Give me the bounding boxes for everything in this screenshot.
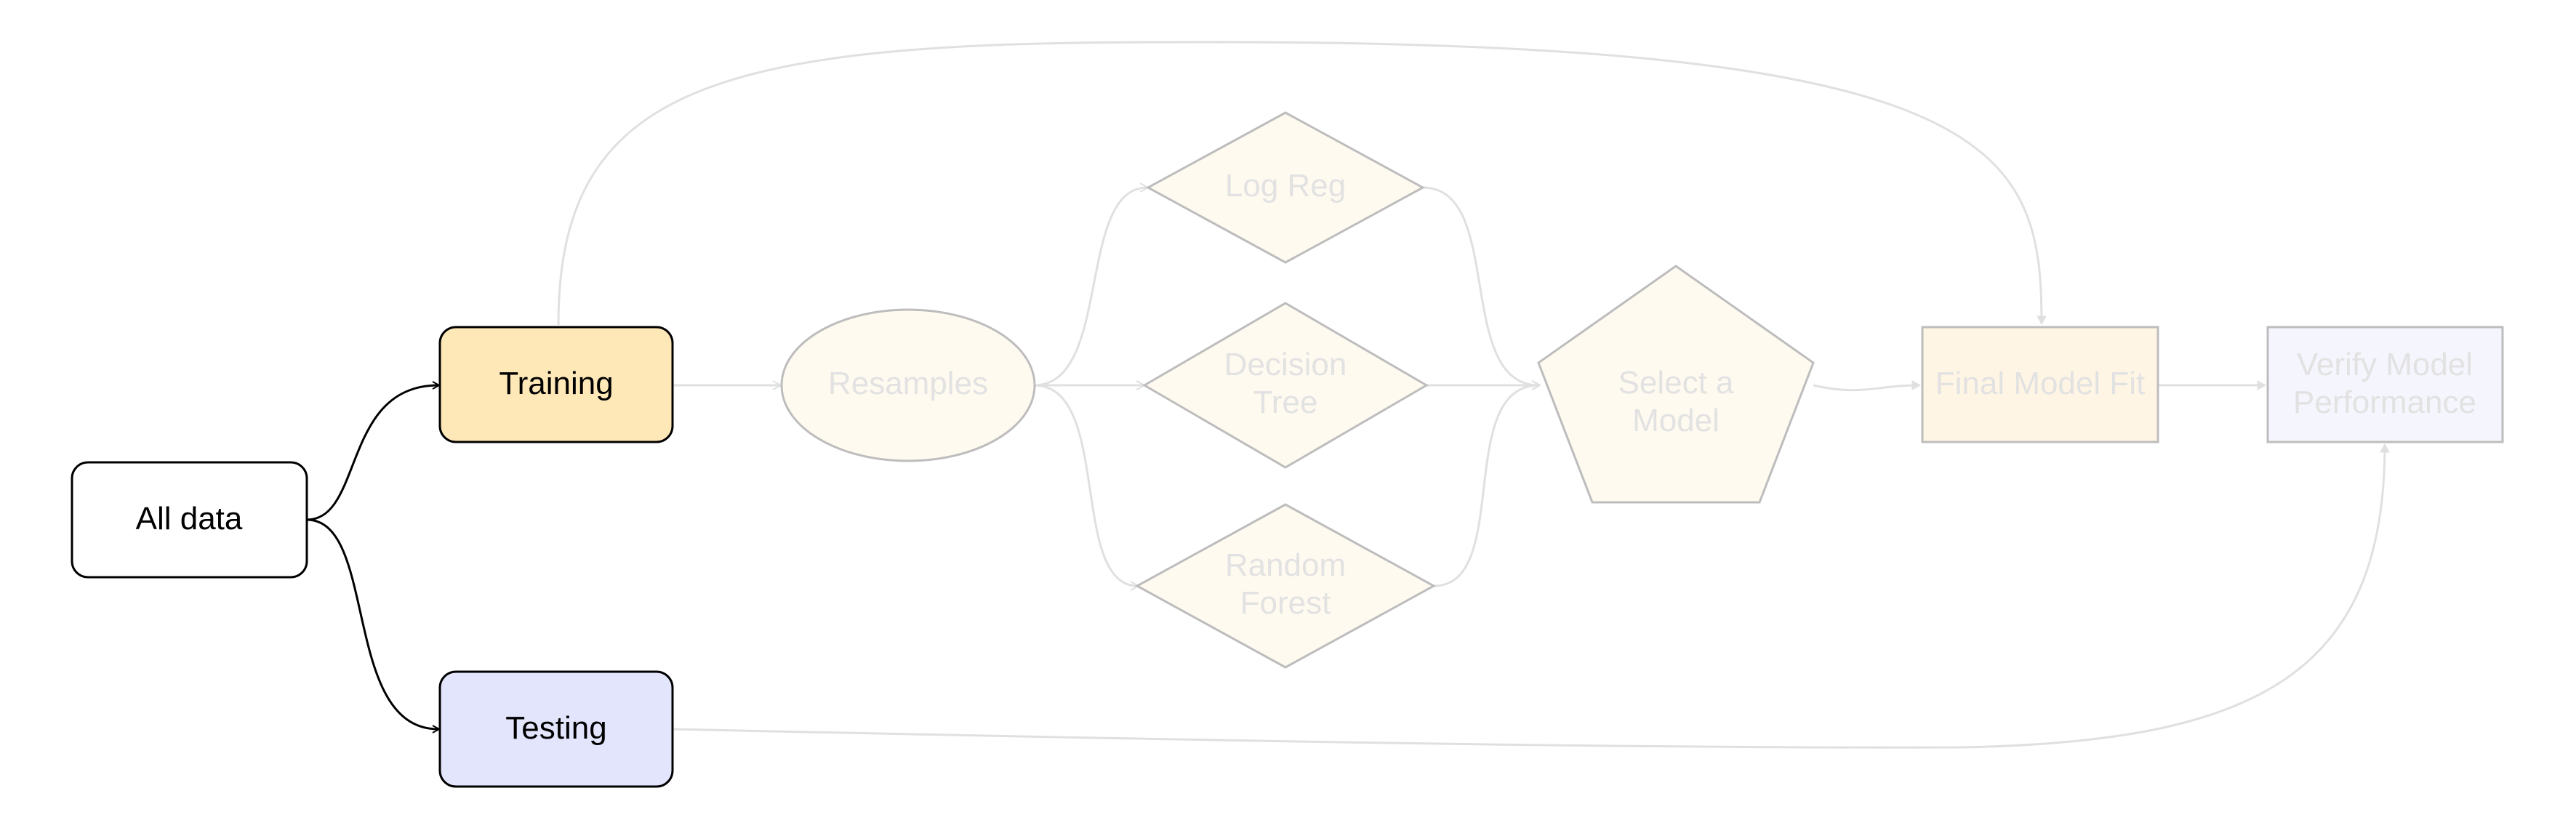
- node-decision-tree-label-line: Tree: [1253, 385, 1318, 420]
- node-final-model-fit[interactable]: Final Model Fit: [1921, 326, 2159, 443]
- node-testing[interactable]: Testing: [438, 670, 674, 788]
- node-log-reg-label: Log Reg: [1225, 168, 1346, 204]
- edge-training-to-final-fit: [557, 41, 2047, 326]
- node-decision-tree-label-line: Decision: [1224, 347, 1347, 382]
- node-select-model-label-line: Model: [1632, 403, 1720, 438]
- edge-resamples-to-forest: [1033, 384, 1138, 586]
- node-verify-performance-label-line: Performance: [2293, 385, 2476, 420]
- edge-testing-to-verify: [673, 443, 2390, 749]
- edge-forest-to-select: [1433, 385, 1539, 587]
- faded-edges: [557, 41, 2390, 749]
- edge-resamples-to-logreg: [1033, 188, 1147, 387]
- node-all-data[interactable]: All data: [71, 461, 308, 579]
- node-select-model-label-line: Select a: [1618, 365, 1735, 401]
- node-training[interactable]: Training: [438, 326, 674, 443]
- node-testing-label-line: Testing: [505, 710, 606, 746]
- node-resamples-label-line: Resamples: [828, 366, 988, 401]
- node-resamples[interactable]: Resamples: [780, 308, 1036, 462]
- node-testing-label: Testing: [505, 710, 606, 746]
- edge-alldata-to-testing: [306, 518, 438, 729]
- node-all-data-label-line: All data: [136, 501, 243, 536]
- node-all-data-label: All data: [136, 501, 243, 536]
- edge-alldata-to-training: [306, 385, 438, 521]
- node-training-label-line: Training: [499, 366, 613, 401]
- node-log-reg-label-line: Log Reg: [1225, 168, 1346, 204]
- node-training-label: Training: [499, 366, 613, 401]
- edge-logreg-to-select: [1422, 186, 1539, 385]
- node-log-reg[interactable]: Log Reg: [1145, 111, 1426, 264]
- node-final-model-fit-label: Final Model Fit: [1935, 366, 2146, 401]
- node-resamples-label: Resamples: [828, 366, 988, 401]
- node-random-forest-label-line: Forest: [1240, 585, 1331, 621]
- node-random-forest-label-line: Random: [1225, 547, 1346, 583]
- node-final-model-fit-label-line: Final Model Fit: [1935, 366, 2146, 401]
- active-edges: [306, 385, 438, 729]
- edge-select-to-final-fit: [1813, 380, 1922, 392]
- node-verify-performance-label-line: Verify Model: [2297, 347, 2473, 382]
